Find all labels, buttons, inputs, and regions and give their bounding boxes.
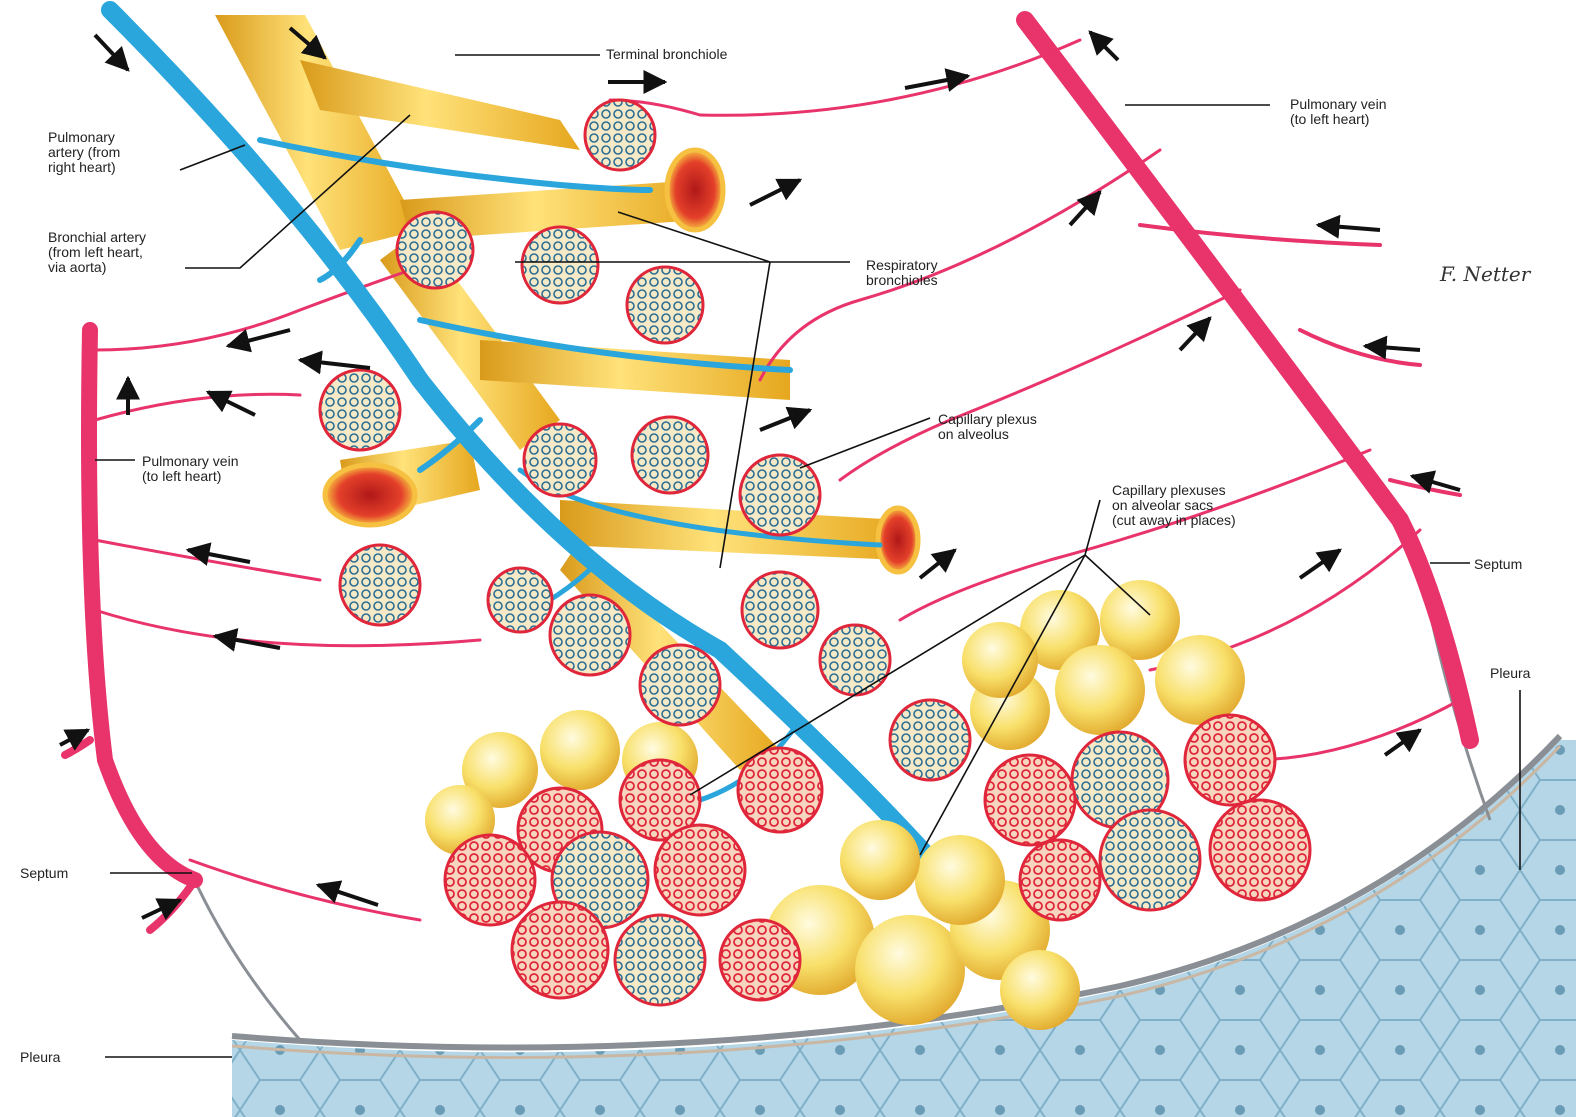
label-pleura-left: Pleura	[20, 1050, 60, 1065]
label-respiratory-bronchioles: Respiratory bronchioles	[866, 258, 938, 288]
label-pulmonary-vein-left: Pulmonary vein (to left heart)	[142, 454, 239, 484]
label-bronchial-artery: Bronchial artery (from left heart, via a…	[48, 230, 146, 275]
label-pleura-right: Pleura	[1490, 666, 1530, 681]
label-terminal-bronchiole: Terminal bronchiole	[606, 47, 727, 62]
label-septum-left: Septum	[20, 866, 68, 881]
label-capillary-plexus-alveolus: Capillary plexus on alveolus	[938, 412, 1037, 442]
label-pulmonary-artery: Pulmonary artery (from right heart)	[48, 130, 120, 175]
artist-signature: F. Netter	[1440, 262, 1530, 286]
septum-left	[190, 870, 300, 1040]
label-capillary-plexuses-sacs: Capillary plexuses on alveolar sacs (cut…	[1112, 483, 1236, 528]
label-pulmonary-vein-right: Pulmonary vein (to left heart)	[1290, 97, 1387, 127]
label-septum-right: Septum	[1474, 557, 1522, 572]
